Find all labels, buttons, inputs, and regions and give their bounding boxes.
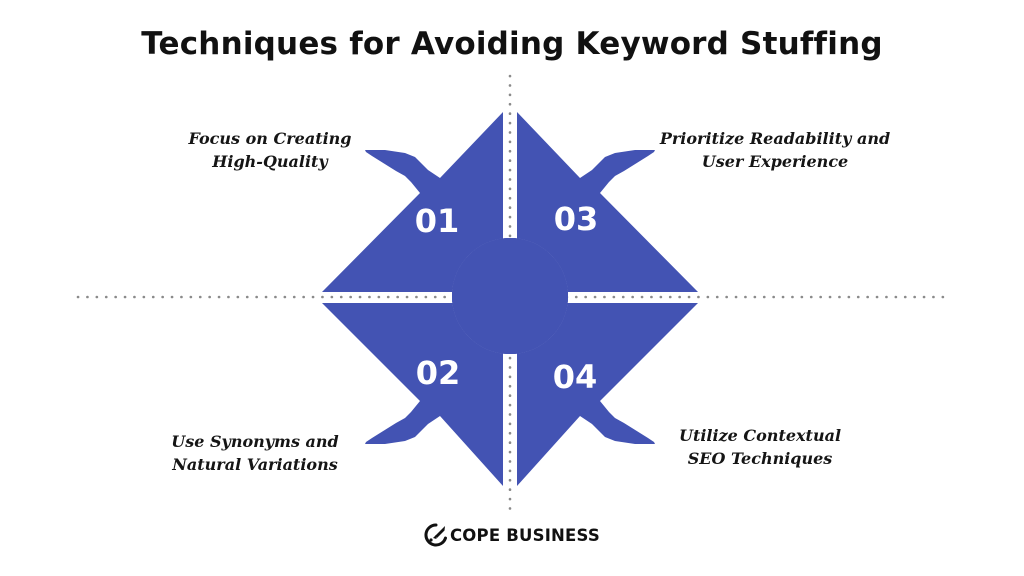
step-number-04: 04	[553, 358, 598, 396]
step-label-02-line-1: Use Synonyms and	[171, 432, 339, 451]
step-number-01: 01	[415, 202, 460, 240]
brand-name: COPE BUSINESS	[450, 525, 600, 545]
step-number-03: 03	[554, 200, 599, 238]
step-label-03-line-2: User Experience	[701, 152, 849, 171]
step-label-03: Prioritize Readability and User Experien…	[655, 127, 895, 173]
step-number-02: 02	[416, 354, 461, 392]
step-label-02: Use Synonyms and Natural Variations	[135, 430, 375, 476]
step-label-04-line-2: SEO Techniques	[687, 449, 833, 468]
quadrant-arrow-04	[452, 238, 698, 486]
step-label-02-line-2: Natural Variations	[172, 455, 338, 474]
step-label-01-line-1: Focus on Creating	[188, 129, 352, 148]
step-label-04-line-1: Utilize Contextual	[678, 426, 842, 445]
step-label-03-line-1: Prioritize Readability and	[659, 129, 891, 148]
brand-logo: COPE BUSINESS	[424, 522, 600, 548]
page-title: Techniques for Avoiding Keyword Stuffing	[141, 26, 883, 62]
step-label-01-line-2: High-Quality	[212, 152, 328, 171]
rocket-c-logo-icon	[424, 523, 447, 547]
step-label-04: Utilize Contextual SEO Techniques	[640, 424, 880, 470]
step-label-01: Focus on Creating High-Quality	[150, 127, 390, 173]
